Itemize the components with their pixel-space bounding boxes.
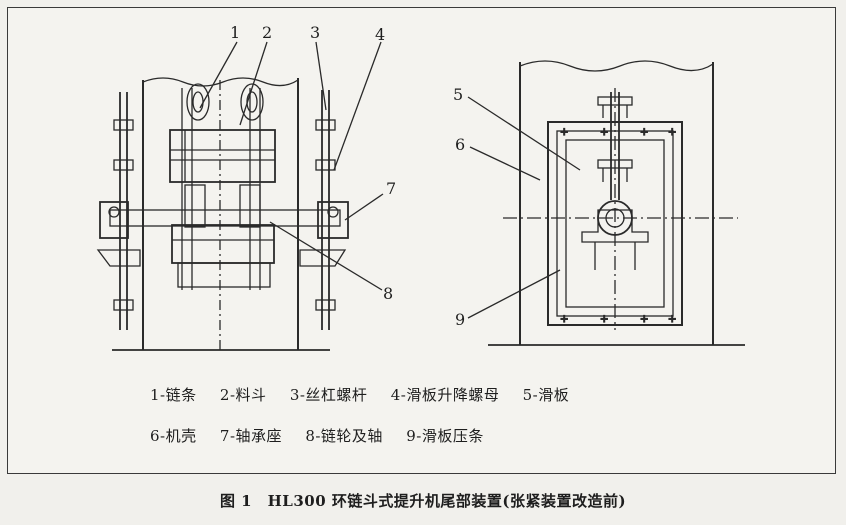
legend-item: 4-滑板升降螺母 xyxy=(390,386,500,404)
legend-item: 5-滑板 xyxy=(522,386,570,404)
legend-row-1: 1-链条 2-料斗 3-丝杠螺杆 4-滑板升降螺母 5-滑板 xyxy=(150,384,587,405)
svg-text:+: + xyxy=(640,127,648,138)
legend-item: 8-链轮及轴 xyxy=(305,427,383,445)
front-view xyxy=(96,41,384,351)
legend-row-2: 6-机壳 7-轴承座 8-链轮及轴 9-滑板压条 xyxy=(150,425,502,446)
legend-item: 1-链条 xyxy=(150,386,197,404)
legend-item: 7-轴承座 xyxy=(219,427,283,445)
svg-text:+: + xyxy=(640,314,648,325)
legend-item: 3-丝杠螺杆 xyxy=(289,386,368,404)
callout-6: 6 xyxy=(455,135,465,154)
callout-5: 5 xyxy=(453,85,463,104)
legend-item: 9-滑板压条 xyxy=(406,427,484,445)
svg-text:+: + xyxy=(560,127,568,138)
side-view: + + + + + + + + xyxy=(467,60,745,346)
svg-text:+: + xyxy=(600,314,608,325)
callout-7: 7 xyxy=(386,179,396,198)
callout-4: 4 xyxy=(375,25,385,44)
figure-caption: 图 1 HL300 环链斗式提升机尾部装置(张紧装置改造前) xyxy=(219,492,627,510)
callout-1: 1 xyxy=(230,23,240,42)
legend-item: 6-机壳 xyxy=(150,427,197,445)
figure-frame xyxy=(7,7,836,474)
svg-text:+: + xyxy=(560,314,568,325)
callout-9: 9 xyxy=(455,310,465,329)
callout-3: 3 xyxy=(310,23,320,42)
svg-text:+: + xyxy=(600,127,608,138)
legend-item: 2-料斗 xyxy=(219,386,267,404)
callout-8: 8 xyxy=(383,284,393,303)
svg-text:+: + xyxy=(668,127,676,138)
svg-text:+: + xyxy=(668,314,676,325)
tail-device-drawing: + + + + + + + + 1 2 3 4 5 6 7 8 9 xyxy=(96,23,745,351)
callout-2: 2 xyxy=(262,23,272,42)
